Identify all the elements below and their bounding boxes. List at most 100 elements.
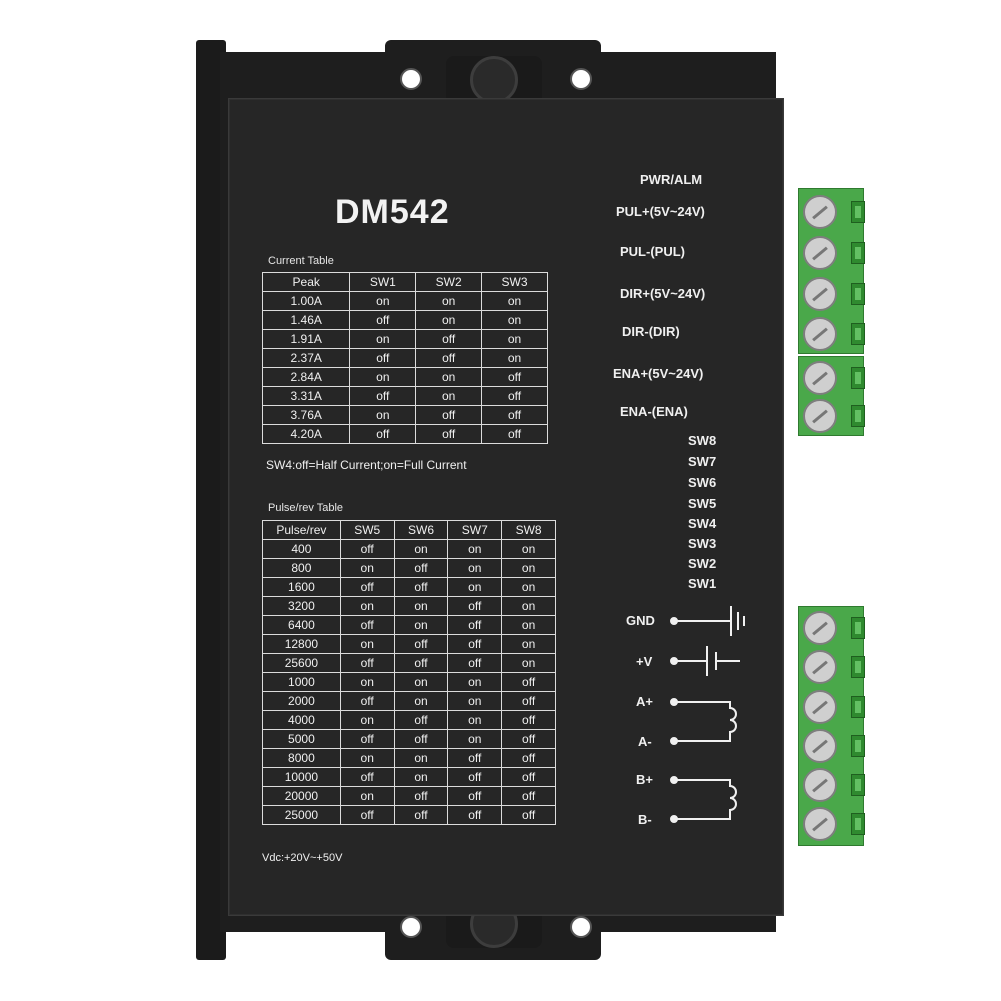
coil-b-icon bbox=[677, 779, 737, 820]
terminal-screw-icon[interactable] bbox=[803, 399, 837, 433]
pulse-table-cell: off bbox=[501, 691, 556, 711]
vplus-terminal-dot bbox=[670, 657, 678, 665]
sw4-note: SW4:off=Half Current;on=Full Current bbox=[266, 458, 467, 472]
terminal-tab bbox=[851, 656, 865, 678]
sw-label: SW1 bbox=[688, 576, 717, 591]
pulse-table-cell: off bbox=[501, 786, 556, 806]
pulse-table-cell: off bbox=[393, 805, 449, 825]
current-table-cell: off bbox=[481, 405, 548, 425]
pulse-table-cell: off bbox=[501, 748, 556, 768]
a-plus-terminal-dot bbox=[670, 698, 678, 706]
pulse-table-cell: off bbox=[447, 786, 503, 806]
sw-label: SW3 bbox=[688, 536, 717, 551]
terminal-tab bbox=[851, 735, 865, 757]
b-minus-terminal-dot bbox=[670, 815, 678, 823]
terminal-tab bbox=[851, 201, 865, 223]
a-minus-terminal-dot bbox=[670, 737, 678, 745]
pulse-table-cell: on bbox=[339, 634, 395, 654]
pulse-table-cell: 6400 bbox=[262, 615, 341, 635]
pulse-table-cell: off bbox=[393, 653, 449, 673]
b-minus-label: B- bbox=[638, 812, 652, 827]
current-table-header: Peak bbox=[261, 272, 351, 292]
terminal-screw-icon[interactable] bbox=[803, 690, 837, 724]
terminal-screw-icon[interactable] bbox=[803, 729, 837, 763]
pul-plus-label: PUL+(5V~24V) bbox=[616, 204, 705, 219]
current-table-cell: off bbox=[481, 424, 548, 444]
pulse-table-header: SW8 bbox=[501, 520, 556, 540]
sw-label: SW8 bbox=[688, 433, 717, 448]
ena-plus-label: ENA+(5V~24V) bbox=[613, 366, 704, 381]
pulse-table-cell: off bbox=[447, 805, 503, 825]
pulse-table-cell: 10000 bbox=[262, 767, 341, 787]
terminal-screw-icon[interactable] bbox=[803, 361, 837, 395]
sw-label: SW7 bbox=[688, 454, 717, 469]
current-table-cell: on bbox=[349, 329, 417, 349]
gnd-terminal-dot bbox=[670, 617, 678, 625]
pulse-table-cell: 20000 bbox=[262, 786, 341, 806]
terminal-screw-icon[interactable] bbox=[803, 236, 837, 270]
terminal-tab bbox=[851, 774, 865, 796]
screw-icon bbox=[470, 56, 518, 104]
sw-label: SW6 bbox=[688, 475, 717, 490]
terminal-screw-icon[interactable] bbox=[803, 195, 837, 229]
pulse-table-cell: off bbox=[339, 615, 395, 635]
pulse-table-cell: on bbox=[501, 653, 556, 673]
pulse-table-cell: on bbox=[339, 748, 395, 768]
pulse-table-cell: on bbox=[447, 672, 503, 692]
pulse-table-cell: on bbox=[447, 729, 503, 749]
pulse-table-cell: on bbox=[501, 558, 556, 578]
gnd-label: GND bbox=[626, 613, 655, 628]
power-motor-terminal-block[interactable] bbox=[798, 606, 865, 846]
pulse-table-header: SW7 bbox=[447, 520, 503, 540]
ena-minus-label: ENA-(ENA) bbox=[620, 404, 688, 419]
terminal-screw-icon[interactable] bbox=[803, 807, 837, 841]
a-plus-label: A+ bbox=[636, 694, 653, 709]
terminal-screw-icon[interactable] bbox=[803, 650, 837, 684]
sw-label: SW4 bbox=[688, 516, 717, 531]
terminal-screw-icon[interactable] bbox=[803, 768, 837, 802]
terminal-tab bbox=[851, 617, 865, 639]
current-table-cell: 1.00A bbox=[261, 291, 351, 311]
pulse-table-cell: off bbox=[501, 805, 556, 825]
terminal-tab bbox=[851, 367, 865, 389]
supply-voltage-note: Vdc:+20V~+50V bbox=[262, 852, 343, 864]
a-minus-label: A- bbox=[638, 734, 652, 749]
pulse-table-header: SW6 bbox=[393, 520, 449, 540]
sw-label: SW2 bbox=[688, 556, 717, 571]
coil-a-icon bbox=[677, 701, 737, 742]
terminal-tab bbox=[851, 813, 865, 835]
enable-terminal-block[interactable] bbox=[798, 356, 865, 436]
current-table-header: SW3 bbox=[481, 272, 548, 292]
signal-terminal-block[interactable] bbox=[798, 188, 865, 354]
pulse-table-cell: 25000 bbox=[262, 805, 341, 825]
b-plus-terminal-dot bbox=[670, 776, 678, 784]
current-table-cell: on bbox=[481, 310, 548, 330]
pulse-table-cell: on bbox=[447, 691, 503, 711]
terminal-screw-icon[interactable] bbox=[803, 317, 837, 351]
current-table-header: SW2 bbox=[415, 272, 483, 292]
mounting-hole bbox=[400, 68, 422, 90]
current-table-cell: off bbox=[349, 424, 417, 444]
terminal-tab bbox=[851, 242, 865, 264]
terminal-screw-icon[interactable] bbox=[803, 611, 837, 645]
current-table-cell: 4.20A bbox=[261, 424, 351, 444]
mounting-hole bbox=[570, 68, 592, 90]
terminal-screw-icon[interactable] bbox=[803, 277, 837, 311]
pulse-table-cell: 2000 bbox=[262, 691, 341, 711]
terminal-tab bbox=[851, 405, 865, 427]
mounting-hole bbox=[400, 916, 422, 938]
